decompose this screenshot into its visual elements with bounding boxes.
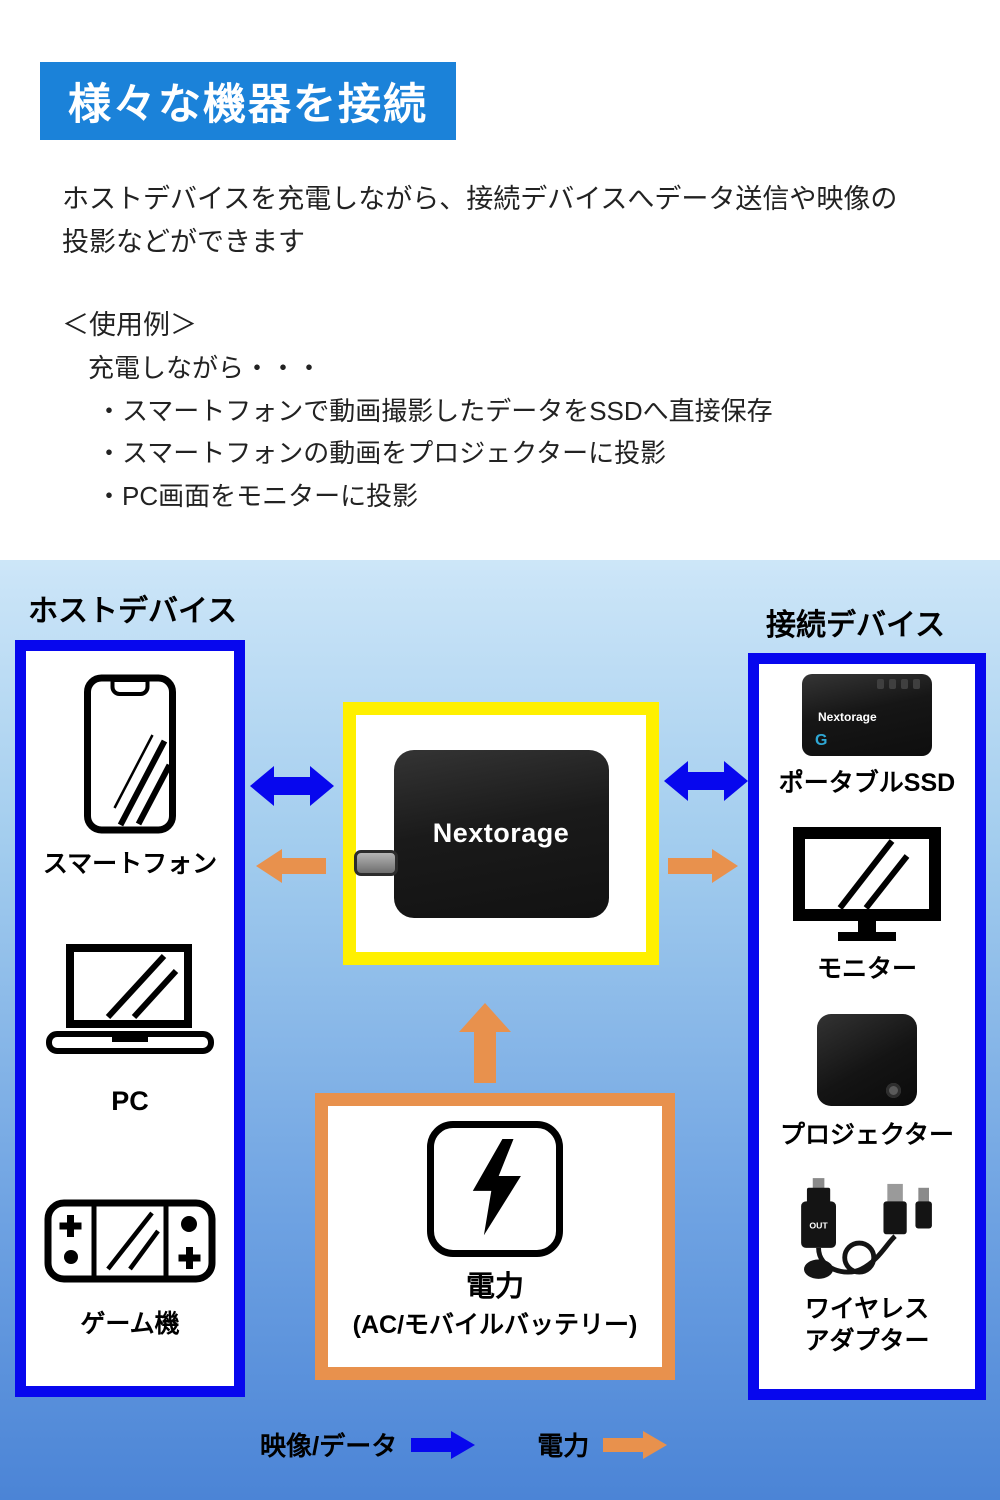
usage-example-title: ＜使用例＞	[62, 310, 197, 340]
page-title: 様々な機器を接続	[40, 62, 456, 140]
adapter-port-label: OUT	[809, 1220, 828, 1230]
device-label-game-console: ゲーム機	[80, 1310, 180, 1338]
projector-lens	[886, 1083, 901, 1098]
ssd-brand: Nextorage	[818, 710, 877, 724]
power-arrow-connected-icon	[668, 849, 738, 883]
power-sublabel: (AC/モバイルバッテリー)	[352, 1311, 638, 1339]
usage-item: ・スマートフォンで動画撮影したデータをSSDへ直接保存	[96, 396, 773, 426]
legend-power-arrow-icon	[603, 1430, 668, 1459]
legend-power-label: 電力	[537, 1431, 590, 1461]
description: ホストデバイスを充電しながら、接続デバイスへデータ送信や映像の 投影などができま…	[62, 178, 897, 264]
ssd-logo: G	[815, 732, 828, 749]
legend-data-label: 映像/データ	[260, 1431, 398, 1461]
monitor-icon	[793, 827, 941, 941]
data-arrow-host-icon	[250, 766, 334, 806]
power-arrow-up-icon	[459, 1003, 511, 1083]
device-label-smartphone: スマートフォン	[42, 850, 218, 878]
device-label-wireless-adapter-line1: ワイヤレス	[804, 1295, 930, 1323]
device-label-projector: プロジェクター	[779, 1121, 954, 1149]
usage-intro: 充電しながら・・・	[88, 353, 323, 383]
connected-devices-label: 接続デバイス	[766, 609, 946, 642]
ssd-ports	[877, 679, 920, 689]
legend: 映像/データ 電力	[260, 1426, 668, 1463]
device-label-wireless-adapter-line2: アダプター	[804, 1327, 930, 1355]
game-console-icon	[44, 1199, 216, 1283]
projector-icon	[817, 1014, 917, 1106]
device-label-pc: PC	[111, 1086, 149, 1116]
connected-devices-box: Nextorage G ポータブルSSD モニター プロジェクター OUT	[748, 653, 986, 1400]
power-arrow-host-icon	[256, 849, 326, 883]
pc-icon	[46, 944, 214, 1054]
power-icon-frame	[427, 1121, 563, 1257]
connection-diagram: ホストデバイス 接続デバイス スマートフォン PC	[0, 560, 1000, 1500]
usb-c-connector-icon	[353, 850, 398, 877]
wireless-adapter-icon: OUT	[801, 1178, 932, 1279]
usage-item: ・PC画面をモニターに投影	[96, 480, 419, 511]
device-label-ssd: ポータブルSSD	[778, 769, 956, 797]
lightning-bolt-icon	[472, 1139, 521, 1236]
legend-data-arrow-icon	[411, 1430, 476, 1459]
host-devices-label: ホストデバイス	[28, 595, 238, 628]
usage-item: ・スマートフォンの動画をプロジェクターに投影	[96, 438, 667, 469]
data-arrow-connected-icon	[664, 761, 748, 801]
hub-highlight-box: Nextorage	[343, 702, 659, 965]
description-line-2: 投影などができます	[62, 227, 305, 258]
usage-list: ・スマートフォンで動画撮影したデータをSSDへ直接保存 ・スマートフォンの動画を…	[96, 390, 773, 517]
portable-ssd-icon: Nextorage G	[802, 674, 932, 756]
device-label-monitor: モニター	[816, 955, 917, 983]
description-line-1: ホストデバイスを充電しながら、接続デバイスへデータ送信や映像の	[62, 184, 898, 214]
power-source-box: 電力 (AC/モバイルバッテリー)	[315, 1093, 675, 1380]
hub-brand: Nextorage	[432, 818, 570, 848]
hub-device: Nextorage	[353, 749, 609, 918]
smartphone-icon	[84, 674, 176, 834]
power-label: 電力	[465, 1271, 524, 1303]
host-devices-box: スマートフォン PC ゲーム	[15, 640, 245, 1397]
